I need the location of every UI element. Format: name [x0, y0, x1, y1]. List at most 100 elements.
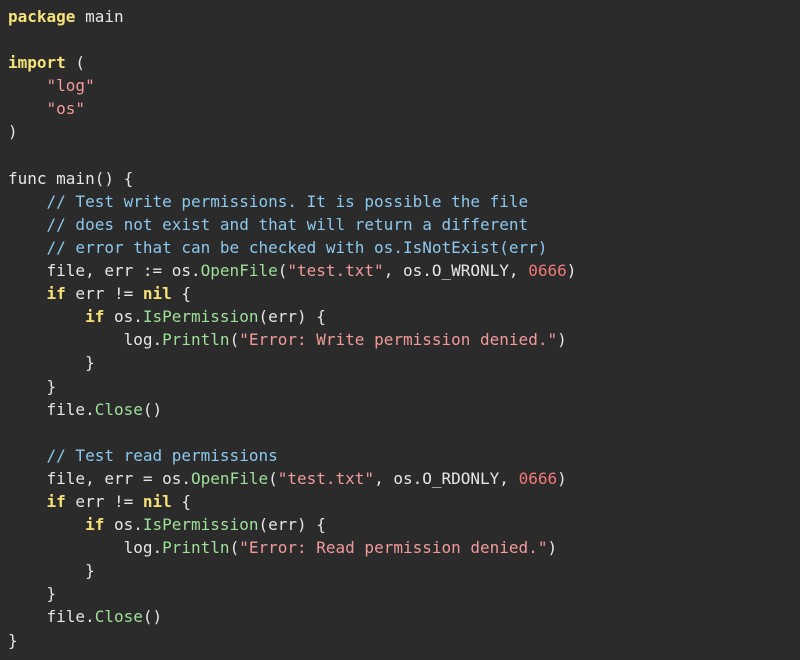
code-token-plain: (: [65, 53, 86, 73]
code-token-number: 0666: [518, 468, 558, 488]
code-line: }: [8, 559, 800, 582]
code-token-plain: file.: [8, 607, 95, 627]
code-token-plain: ): [8, 122, 18, 142]
code-token-keyword: if: [85, 307, 105, 327]
code-token-plain: log.: [8, 330, 163, 350]
code-token-plain: ): [557, 330, 567, 350]
code-token-plain: file, err := os.: [8, 261, 201, 281]
code-token-plain: [8, 284, 47, 303]
code-token-plain: os.: [104, 307, 143, 327]
code-token-number: 0666: [528, 261, 567, 281]
code-token-keyword: if: [46, 491, 66, 511]
code-token-plain: }: [8, 561, 95, 581]
code-token-plain: err !=: [65, 284, 143, 304]
code-token-string: "Error: Write permission denied.": [239, 330, 558, 350]
code-token-string: "test.txt": [287, 261, 384, 281]
code-line: if err != nil {: [8, 282, 800, 305]
code-line: package main: [8, 5, 800, 28]
code-line: if err != nil {: [8, 490, 800, 513]
code-token-func: Close: [94, 607, 143, 627]
code-token-string: "Error: Read permission denied.": [239, 538, 548, 558]
code-token-plain: [8, 492, 47, 511]
code-token-plain: ): [557, 468, 567, 488]
code-token-plain: [8, 192, 47, 211]
code-token-plain: [8, 99, 47, 118]
code-token-func: Println: [162, 538, 230, 558]
code-token-func: OpenFile: [191, 468, 269, 488]
code-line: "os": [8, 97, 800, 120]
code-token-plain: }: [8, 630, 18, 650]
code-token-keyword: if: [85, 515, 105, 535]
code-line: func main() {: [8, 167, 800, 190]
code-token-comment: // does not exist and that will return a…: [46, 214, 529, 234]
code-line: if os.IsPermission(err) {: [8, 305, 800, 328]
code-line: }: [8, 582, 800, 605]
code-token-keyword: import: [8, 53, 66, 73]
code-token-plain: }: [8, 584, 57, 604]
code-token-func: OpenFile: [200, 261, 278, 281]
code-token-plain: os.: [104, 515, 143, 535]
code-token-plain: [8, 76, 47, 95]
code-line: ): [8, 120, 800, 143]
code-token-comment: // Test write permissions. It is possibl…: [46, 191, 529, 211]
code-token-plain: log.: [8, 538, 163, 558]
code-line: file, err = os.OpenFile("test.txt", os.O…: [8, 467, 800, 490]
code-line: // does not exist and that will return a…: [8, 213, 800, 236]
code-token-plain: main: [75, 7, 124, 26]
code-token-plain: {: [171, 284, 192, 304]
code-token-keyword: package: [8, 7, 76, 26]
code-token-plain: err !=: [65, 491, 143, 511]
code-token-plain: [8, 238, 47, 257]
code-token-keyword: if: [46, 284, 66, 304]
code-token-plain: (: [268, 468, 278, 488]
code-token-comment: // error that can be checked with os.IsN…: [46, 237, 548, 257]
code-token-func: Close: [94, 399, 143, 419]
code-line: file, err := os.OpenFile("test.txt", os.…: [8, 259, 800, 282]
code-line: log.Println("Error: Write permission den…: [8, 328, 800, 351]
code-token-plain: (): [142, 607, 163, 627]
code-line: }: [8, 629, 800, 652]
code-token-plain: func main() {: [8, 168, 134, 188]
code-token-plain: , os.O_WRONLY,: [383, 261, 529, 281]
code-token-func: IsPermission: [142, 515, 259, 535]
code-line: if os.IsPermission(err) {: [8, 513, 800, 536]
code-token-string: "test.txt": [277, 468, 375, 488]
code-token-comment: // Test read permissions: [46, 445, 278, 465]
code-line: ​: [8, 28, 800, 51]
code-token-plain: ): [566, 261, 577, 281]
code-token-plain: file.: [8, 399, 95, 419]
code-line: }: [8, 375, 800, 398]
code-token-plain: }: [8, 353, 95, 373]
code-token-plain: (err) {: [258, 515, 326, 535]
code-line: ​: [8, 144, 800, 167]
code-token-plain: }: [8, 376, 57, 396]
code-line: }: [8, 351, 800, 374]
code-token-plain: file, err = os.: [8, 468, 192, 488]
code-token-plain: (): [142, 399, 163, 419]
code-token-plain: [8, 446, 47, 465]
code-token-plain: (: [229, 538, 240, 558]
code-token-plain: (: [229, 330, 240, 350]
code-token-string: "os": [46, 99, 86, 119]
code-token-keyword: nil: [142, 491, 172, 511]
code-token-plain: (: [277, 261, 288, 281]
code-token-plain: [8, 307, 85, 326]
code-line: // error that can be checked with os.IsN…: [8, 236, 800, 259]
code-token-plain: (err) {: [258, 307, 326, 327]
code-token-plain: ): [547, 538, 558, 558]
code-line: log.Println("Error: Read permission deni…: [8, 536, 800, 559]
code-token-func: Println: [162, 330, 230, 350]
code-line: file.Close(): [8, 398, 800, 421]
code-token-plain: {: [171, 491, 192, 511]
code-token-plain: [8, 515, 85, 534]
code-line: file.Close(): [8, 605, 800, 628]
code-line: "log": [8, 74, 800, 97]
code-token-plain: , os.O_RDONLY,: [374, 468, 519, 488]
code-line: import (: [8, 51, 800, 74]
code-token-keyword: nil: [142, 284, 172, 304]
code-token-func: IsPermission: [142, 307, 259, 327]
code-line: // Test read permissions: [8, 444, 800, 467]
code-line: ​: [8, 421, 800, 444]
code-block: package main​import ( "log" "os")​func m…: [8, 5, 800, 652]
